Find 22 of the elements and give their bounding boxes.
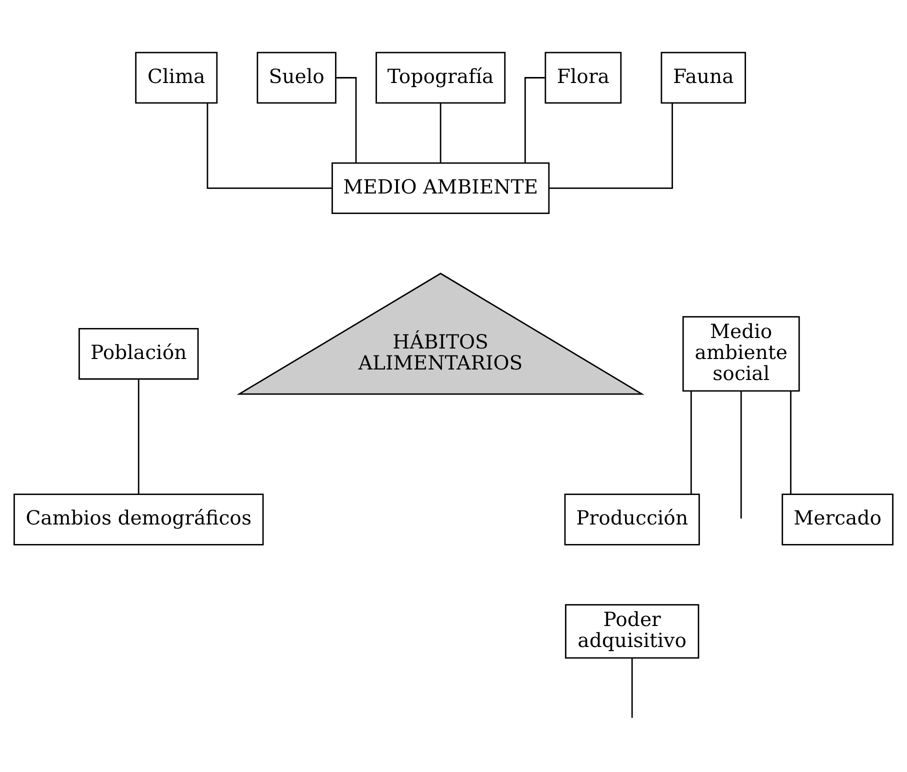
connector [690,391,692,494]
node-box: Poder adquisitivo [564,604,700,659]
node-box: Fauna [660,52,746,104]
connector [740,391,742,519]
node-box: Topografía [376,52,506,104]
node-box: Cambios demográficos [14,494,264,546]
connector [138,379,140,494]
connector [440,103,442,163]
connector [336,77,357,163]
connector [206,103,332,189]
connector [790,391,792,494]
connector [548,103,673,189]
node-box: Mercado [782,494,894,546]
node-box: MEDIO AMBIENTE [332,162,550,214]
node-box: Producción [564,494,700,546]
node-box: Suelo [256,52,336,104]
node-box: Clima [135,52,218,104]
connector [524,77,545,163]
node-box: Medio ambiente social [682,316,800,392]
node-box: Flora [544,52,622,104]
node-box: Población [78,328,199,380]
connector [631,658,633,718]
